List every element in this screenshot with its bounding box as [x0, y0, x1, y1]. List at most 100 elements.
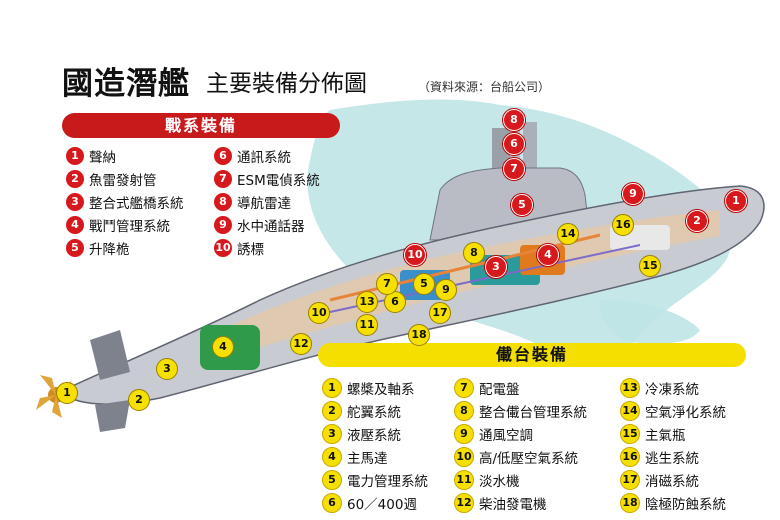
item-number: 11: [454, 469, 474, 490]
item-label: 整合儎台管理系統: [479, 404, 587, 421]
list-item: 12 柴油發電機: [454, 492, 547, 513]
diagram-marker-combat: 10: [404, 244, 426, 266]
list-item: 9 通風空調: [454, 423, 533, 444]
list-item: 1 螺槳及軸系: [322, 377, 415, 398]
item-number: 1: [322, 377, 342, 398]
hull-cutaway: [200, 210, 720, 362]
list-item: 11 淡水機: [454, 469, 520, 490]
item-number: 7: [214, 169, 232, 188]
diagram-marker-combat: 9: [622, 183, 644, 205]
item-label: 主馬達: [347, 450, 388, 467]
item-label: 淡水機: [479, 473, 520, 490]
diagram-marker-combat: 8: [503, 109, 525, 131]
item-label: 舵翼系統: [347, 404, 401, 421]
list-item: 8 導航雷達: [214, 191, 291, 212]
item-number: 6: [214, 146, 232, 165]
item-number: 5: [66, 238, 84, 257]
diagram-marker-platform: 17: [429, 302, 451, 324]
item-number: 8: [214, 192, 232, 211]
item-number: 7: [454, 377, 474, 398]
item-label: 誘標: [237, 241, 264, 258]
list-item: 3 液壓系統: [322, 423, 401, 444]
diagram-marker-platform: 18: [408, 324, 430, 346]
pipe: [329, 244, 641, 313]
item-label: 戰鬥管理系統: [89, 218, 170, 235]
item-label: 通風空調: [479, 427, 533, 444]
title-sub: 主要裝備分佈圖: [206, 71, 367, 97]
list-item: 14 空氣淨化系統: [620, 400, 726, 421]
item-label: 冷凍系統: [645, 381, 699, 398]
diagram-marker-platform: 5: [413, 273, 435, 295]
item-label: 配電盤: [479, 381, 520, 398]
item-label: 導航雷達: [237, 195, 291, 212]
diagram-marker-combat: 6: [503, 133, 525, 155]
diagram-marker-platform: 8: [463, 242, 485, 264]
diagram-marker-combat: 2: [686, 210, 708, 232]
diagram-marker-platform: 16: [612, 214, 634, 236]
item-label: 空氣淨化系統: [645, 404, 726, 421]
item-label: 60／400週: [347, 496, 417, 513]
tail-fin: [95, 400, 130, 432]
diagram-marker-platform: 4: [212, 336, 234, 358]
diagram-marker-platform: 1: [56, 382, 78, 404]
item-number: 9: [454, 423, 474, 444]
title-main: 國造潛艦: [62, 66, 190, 102]
item-number: 3: [66, 192, 84, 211]
diagram-marker-platform: 15: [639, 255, 661, 277]
item-label: 陰極防蝕系統: [645, 496, 726, 513]
platform-section-header: 儎台裝備: [318, 343, 746, 367]
diagram-marker-platform: 14: [557, 223, 579, 245]
combat-section-header: 戰系裝備: [62, 113, 340, 138]
item-number: 1: [66, 146, 84, 165]
diagram-marker-platform: 7: [376, 273, 398, 295]
list-item: 1 聲納: [66, 145, 116, 166]
list-item: 2 舵翼系統: [322, 400, 401, 421]
item-label: 螺槳及軸系: [347, 381, 415, 398]
diagram-marker-platform: 10: [308, 302, 330, 324]
item-label: 逃生系統: [645, 450, 699, 467]
diagram-marker-combat: 1: [725, 190, 747, 212]
item-label: 通訊系統: [237, 149, 291, 166]
item-number: 3: [322, 423, 342, 444]
list-item: 10 誘標: [214, 237, 264, 258]
item-number: 13: [620, 377, 640, 398]
item-number: 2: [322, 400, 342, 421]
tail-fin: [90, 330, 130, 380]
item-number: 10: [214, 238, 232, 257]
item-number: 4: [66, 215, 84, 234]
item-label: 升降桅: [89, 241, 130, 258]
item-label: 主氣瓶: [645, 427, 686, 444]
diagram-marker-platform: 12: [290, 333, 312, 355]
list-item: 7 配電盤: [454, 377, 520, 398]
item-label: 消磁系統: [645, 473, 699, 490]
diagram-marker-platform: 13: [356, 291, 378, 313]
diagram-marker-combat: 7: [503, 158, 525, 180]
list-item: 13 冷凍系統: [620, 377, 699, 398]
item-number: 12: [454, 492, 474, 513]
item-label: 聲納: [89, 149, 116, 166]
map-shape: [600, 300, 700, 344]
item-label: 液壓系統: [347, 427, 401, 444]
diagram-marker-combat: 5: [511, 194, 533, 216]
item-number: 16: [620, 446, 640, 467]
list-item: 17 消磁系統: [620, 469, 699, 490]
list-item: 5 升降桅: [66, 237, 130, 258]
list-item: 15 主氣瓶: [620, 423, 686, 444]
diagram-marker-platform: 3: [156, 358, 178, 380]
item-number: 14: [620, 400, 640, 421]
item-label: 柴油發電機: [479, 496, 547, 513]
item-label: 魚雷發射管: [89, 172, 157, 189]
diagram-marker-platform: 11: [356, 314, 378, 336]
item-number: 17: [620, 469, 640, 490]
list-item: 6 通訊系統: [214, 145, 291, 166]
item-number: 15: [620, 423, 640, 444]
item-label: 電力管理系統: [347, 473, 428, 490]
